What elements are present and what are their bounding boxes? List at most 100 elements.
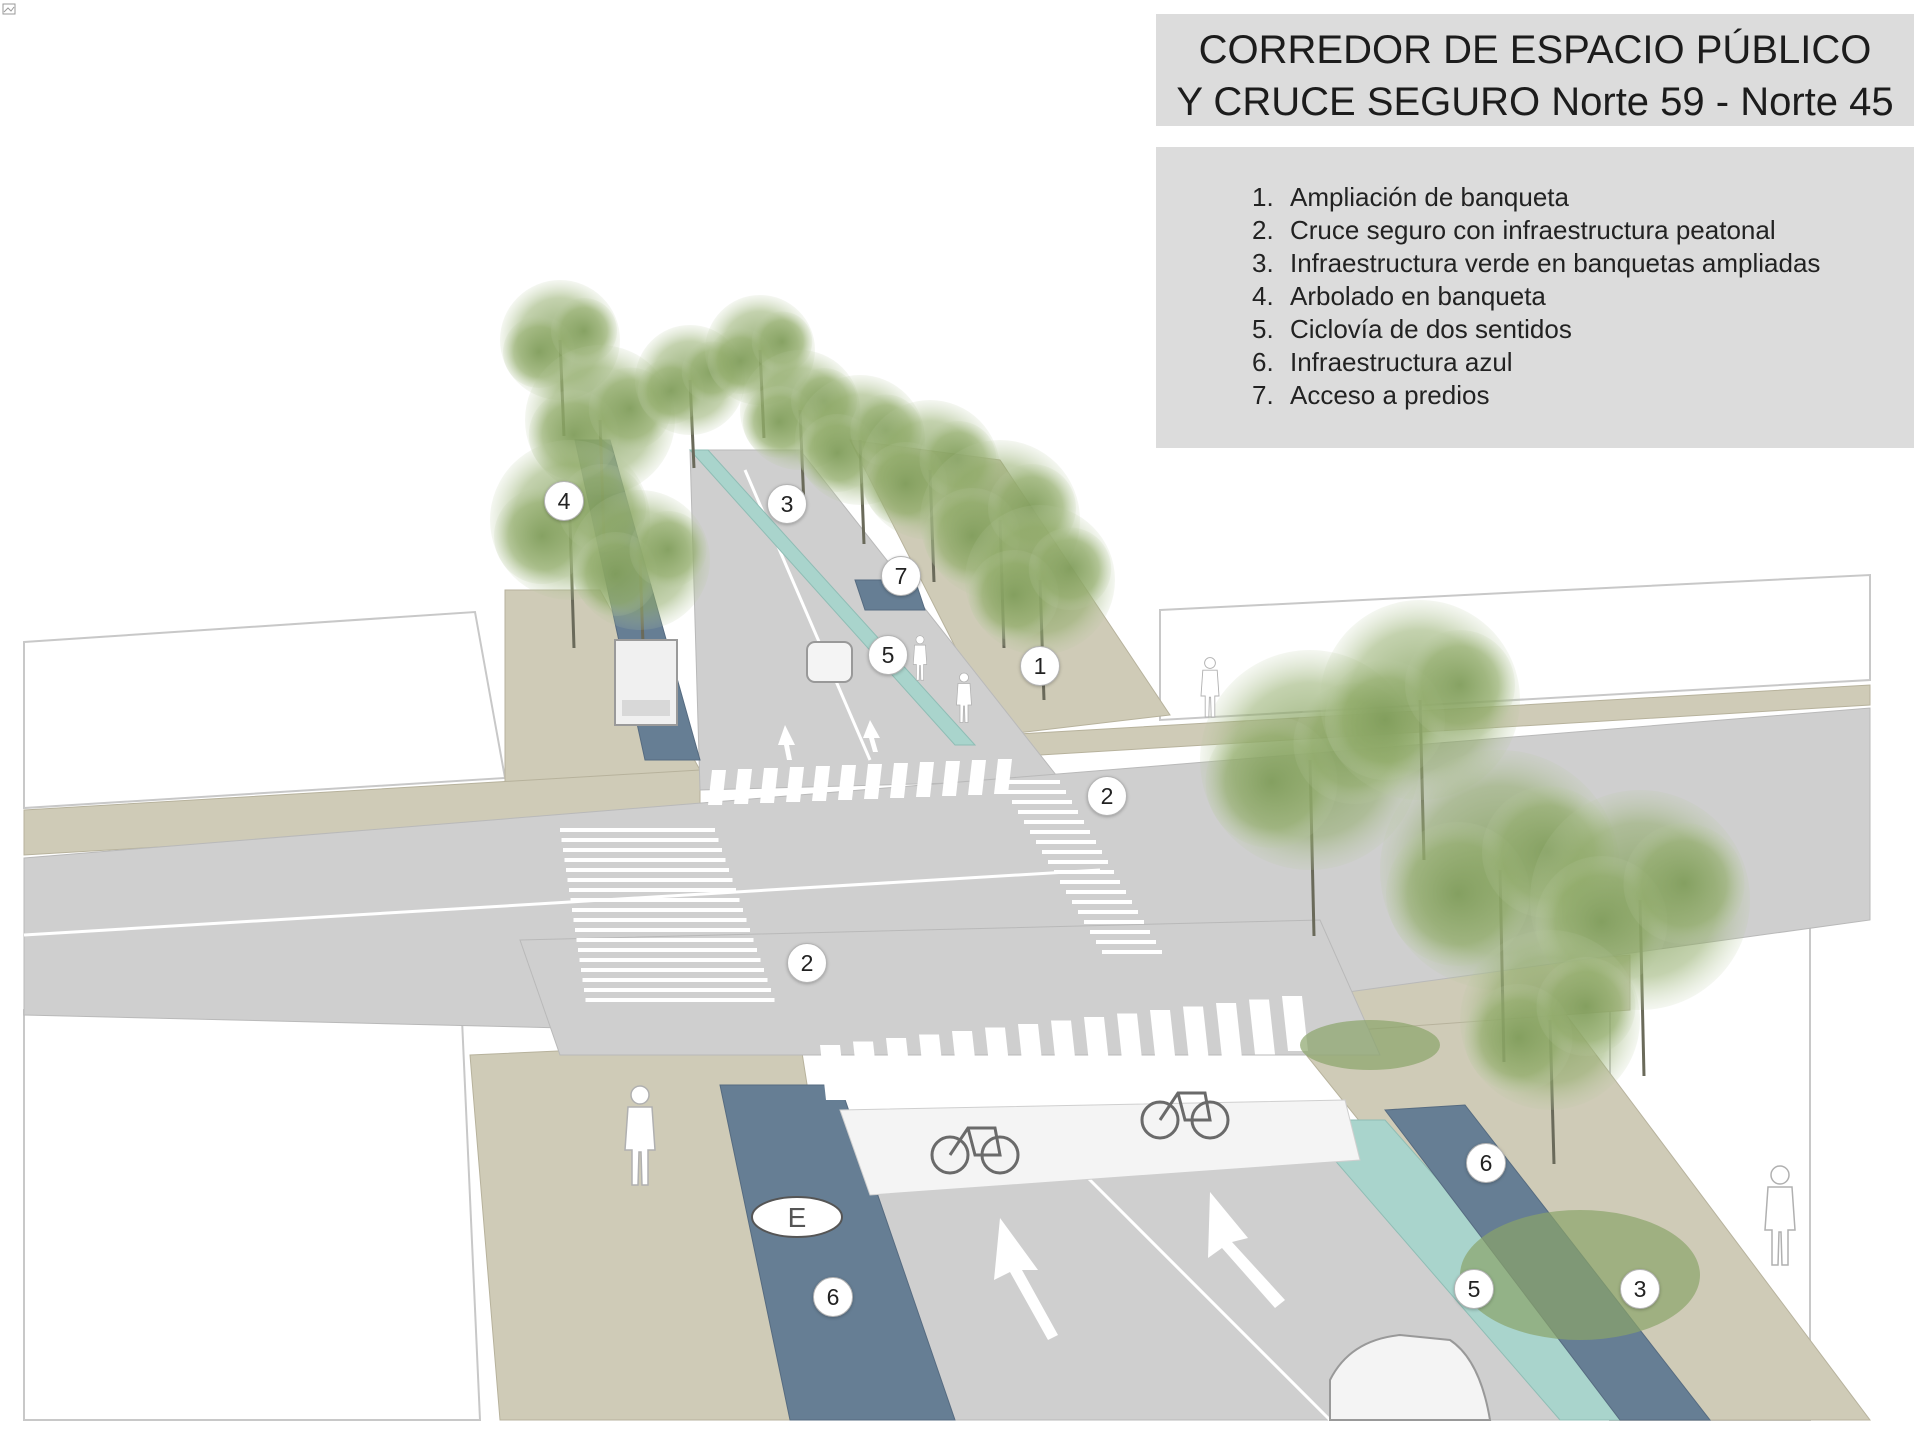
- legend-panel: 1. Ampliación de banqueta 2. Cruce seguro …: [1156, 147, 1914, 448]
- marker-6: 6: [813, 1277, 853, 1317]
- tree-icon: [965, 505, 1115, 701]
- pedestrian-icon: [1764, 1165, 1796, 1266]
- legend-item-number: 2.: [1252, 215, 1274, 245]
- crosswalk-stripe: [812, 766, 830, 801]
- legend-item: 2. Cruce seguro con infraestructura peato…: [1252, 214, 1914, 247]
- crosswalk-stripe: [942, 761, 960, 796]
- crosswalk-stripe: [1282, 996, 1308, 1051]
- legend-item: 4. Arbolado en banqueta: [1252, 280, 1914, 313]
- legend-item-label: Ciclovía de dos sentidos: [1290, 314, 1572, 344]
- marker-6: 6: [1466, 1143, 1506, 1183]
- crosswalk-stripe: [820, 1045, 846, 1100]
- legend-item: 5. Ciclovía de dos sentidos: [1252, 313, 1914, 346]
- crosswalk-stripe: [853, 1041, 879, 1097]
- crosswalk-stripe: [916, 762, 934, 797]
- crosswalks: [560, 759, 1308, 1100]
- pedestrian-icon: [912, 635, 928, 681]
- svg-text:E: E: [788, 1202, 807, 1233]
- crosswalk-stripe: [1018, 1024, 1044, 1079]
- crosswalk-stripe: [1000, 780, 1060, 784]
- crosswalk-stripe: [1072, 900, 1132, 904]
- legend-item-number: 1.: [1252, 182, 1274, 212]
- legend-item-number: 5.: [1252, 314, 1274, 344]
- crosswalk-stripe: [1030, 830, 1090, 834]
- crosswalk-stripe: [566, 868, 729, 872]
- crosswalk-stripe: [564, 858, 726, 862]
- pedestrian-icon: [624, 1085, 656, 1186]
- crosswalk-stripe: [760, 768, 778, 803]
- crosswalk-stripe: [786, 767, 804, 802]
- crosswalk-stripe: [567, 878, 733, 882]
- crosswalk-stripe: [572, 908, 743, 912]
- legend-list: 1. Ampliación de banqueta 2. Cruce seguro …: [1252, 181, 1914, 412]
- planter: [1460, 1210, 1700, 1340]
- crosswalk-stripe: [582, 978, 768, 982]
- crosswalk-stripe: [1078, 910, 1138, 914]
- crosswalk-stripe: [1054, 870, 1114, 874]
- marker-7: 7: [881, 556, 921, 596]
- crosswalk-stripe: [994, 759, 1012, 794]
- crosswalk-stripe: [1048, 860, 1108, 864]
- broken-image-icon: [2, 2, 16, 15]
- crosswalk-stripe: [575, 928, 750, 932]
- crosswalk-stripe: [1006, 790, 1066, 794]
- legend-item-number: 6.: [1252, 347, 1274, 377]
- crosswalk-stripe: [1051, 1020, 1077, 1076]
- legend-item-label: Arbolado en banqueta: [1290, 281, 1546, 311]
- legend-item-label: Ampliación de banqueta: [1290, 182, 1569, 212]
- crosswalk-stripe: [1117, 1013, 1143, 1069]
- legend-item-label: Cruce seguro con infraestructura peatona…: [1290, 215, 1776, 245]
- title-line-2: Y CRUCE SEGURO Norte 59 - Norte 45: [1176, 80, 1894, 124]
- legend-item-number: 4.: [1252, 281, 1274, 311]
- crosswalk-stripe: [1018, 810, 1078, 814]
- road-arrow-icon: [778, 720, 1285, 1340]
- legend-item-number: 3.: [1252, 248, 1274, 278]
- crosswalk-stripe: [1090, 930, 1150, 934]
- crosswalk-stripe: [1066, 890, 1126, 894]
- legend-item: 6. Infraestructura azul: [1252, 346, 1914, 379]
- marker-2: 2: [1087, 776, 1127, 816]
- legend-item-label: Acceso a predios: [1290, 380, 1490, 410]
- bike-crossing: [839, 1091, 1361, 1196]
- marker-4: 4: [544, 481, 584, 521]
- crosswalk-stripe: [1150, 1010, 1176, 1065]
- legend-item: 3.Infraestructura verde en banquetas amp…: [1252, 247, 1914, 280]
- crosswalk-stripe: [563, 848, 722, 852]
- crosswalk-stripe: [734, 769, 752, 804]
- tree-icon: [1320, 600, 1520, 861]
- truck-icon: [614, 639, 678, 726]
- crosswalk-stripe: [952, 1031, 978, 1086]
- crosswalk-stripe: [919, 1034, 945, 1090]
- tree-icon: [1460, 930, 1640, 1165]
- pedestrian-icon: [956, 672, 972, 723]
- crosswalk-stripe: [576, 938, 754, 942]
- crosswalk-stripe: [579, 958, 761, 962]
- tree-icon: [570, 490, 710, 673]
- crosswalk-stripe: [864, 764, 882, 799]
- parking-sign-icon: E: [751, 1196, 843, 1238]
- marker-2: 2: [787, 943, 827, 983]
- legend-item: 7.Acceso a predios: [1252, 379, 1914, 412]
- crosswalk-stripe: [1084, 1017, 1110, 1072]
- crosswalk-stripe: [561, 838, 719, 842]
- crosswalk-stripe: [573, 918, 747, 922]
- crosswalk-stripe: [1036, 840, 1096, 844]
- crosswalk-stripe: [838, 765, 856, 800]
- crosswalk-stripe: [578, 948, 757, 952]
- marker-5: 5: [868, 635, 908, 675]
- legend-item-label: Infraestructura azul: [1290, 347, 1513, 377]
- title-line-1: CORREDOR DE ESPACIO PÚBLICO: [1198, 28, 1872, 72]
- crosswalk-stripe: [560, 828, 715, 832]
- marker-3: 3: [767, 484, 807, 524]
- bicycle-icon: [1140, 1091, 1230, 1140]
- crosswalk-stripe: [1216, 1003, 1242, 1058]
- crosswalk-stripe: [585, 998, 775, 1002]
- title-panel: CORREDOR DE ESPACIO PÚBLICO Y CRUCE SEGU…: [1156, 14, 1914, 126]
- crosswalk-stripe: [1024, 820, 1084, 824]
- crosswalk-stripe: [1042, 850, 1102, 854]
- crosswalk-stripe: [1249, 999, 1275, 1055]
- crosswalk-stripe: [1084, 920, 1144, 924]
- car-icon: [806, 641, 853, 683]
- crosswalk-stripe: [708, 770, 726, 805]
- crosswalk-stripe: [1060, 880, 1120, 884]
